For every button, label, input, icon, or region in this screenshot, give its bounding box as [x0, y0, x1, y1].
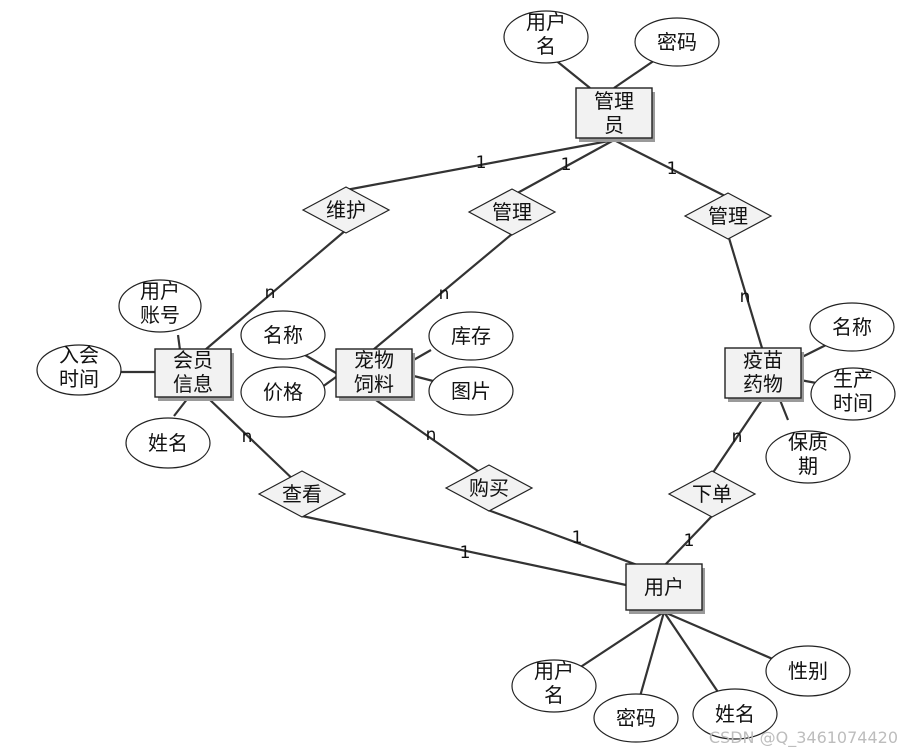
attr-vaccine-shelf-life: 保质期 [765, 430, 851, 484]
watermark: CSDN @Q_3461074420 [709, 728, 898, 748]
card-order-user: 1 [684, 531, 695, 551]
attr-food-name: 名称 [240, 310, 326, 360]
relationship-maintain-label: 维护 [326, 198, 366, 222]
entity-member-label: 会员信息 [173, 348, 213, 396]
attr-user-username-label: 用户名 [534, 659, 574, 707]
attr-member-account: 用户账号 [118, 279, 202, 333]
relationship-order-label: 下单 [692, 482, 732, 506]
card-member-view: n [242, 427, 253, 447]
attr-user-password-label: 密码 [616, 706, 656, 730]
attr-food-image: 图片 [428, 366, 514, 416]
entity-petfood-label: 宠物饲料 [354, 348, 394, 396]
relationship-manage-food-label: 管理 [492, 200, 532, 224]
relationship-buy-label: 购买 [469, 476, 509, 500]
card-admin-manage-food: 1 [561, 155, 572, 175]
attr-member-join-time: 入会时间 [36, 343, 122, 396]
attr-vaccine-name: 名称 [809, 302, 895, 352]
relationship-manage-food: 管理 [467, 188, 557, 236]
attr-food-stock: 库存 [428, 311, 514, 361]
attr-vaccine-name-label: 名称 [832, 315, 872, 339]
card-buy-user: 1 [572, 528, 583, 548]
attr-admin-username-label: 用户名 [526, 10, 566, 58]
relationship-view-label: 查看 [282, 482, 322, 506]
attr-user-gender-label: 性别 [788, 659, 828, 683]
entity-member: 会员信息 [154, 348, 234, 401]
attr-vaccine-produce-time: 生产时间 [810, 367, 896, 421]
entity-petfood: 宠物饲料 [335, 348, 415, 401]
attr-user-name: 姓名 [692, 688, 778, 740]
attr-admin-username: 用户名 [503, 10, 589, 64]
relationship-order: 下单 [667, 470, 757, 518]
card-view-user: 1 [460, 543, 471, 563]
attr-food-stock-label: 库存 [451, 324, 491, 348]
entity-user: 用户 [625, 563, 705, 614]
relationship-manage-vaccine: 管理 [683, 192, 773, 240]
attr-food-price-label: 价格 [263, 380, 303, 404]
entity-admin-label: 管理员 [594, 89, 634, 137]
attr-member-name-label: 姓名 [148, 431, 188, 455]
relationship-manage-vaccine-label: 管理 [708, 204, 748, 228]
attr-user-username: 用户名 [511, 659, 597, 713]
attr-admin-password-label: 密码 [657, 30, 697, 54]
attr-food-price: 价格 [240, 366, 326, 418]
attr-food-image-label: 图片 [451, 379, 491, 403]
entity-admin: 管理员 [575, 87, 655, 142]
attr-admin-password: 密码 [634, 17, 720, 67]
relationship-buy: 购买 [444, 464, 534, 512]
relationship-view: 查看 [257, 470, 347, 518]
card-manage-vaccine-vaccine: n [740, 287, 751, 307]
entity-vaccine-label: 疫苗药物 [743, 348, 783, 396]
entity-vaccine: 疫苗药物 [724, 347, 804, 402]
attr-vaccine-produce-time-label: 生产时间 [833, 367, 873, 415]
card-vaccine-order: n [732, 427, 743, 447]
attr-member-name: 姓名 [125, 417, 211, 469]
attr-user-password: 密码 [593, 693, 679, 743]
card-manage-food-petfood: n [439, 284, 450, 304]
card-admin-manage-vaccine: 1 [667, 159, 678, 179]
attr-member-join-time-label: 入会时间 [59, 343, 99, 391]
attr-user-name-label: 姓名 [715, 702, 755, 726]
attr-user-gender: 性别 [765, 645, 851, 697]
relationship-maintain: 维护 [301, 186, 391, 234]
card-admin-maintain: 1 [476, 153, 487, 173]
cardinality-labels: 1 n 1 n 1 n n 1 n 1 n 1 [242, 153, 751, 563]
attr-food-name-label: 名称 [263, 323, 303, 347]
card-maintain-member: n [265, 283, 276, 303]
attr-member-account-label: 用户账号 [140, 279, 180, 327]
attr-vaccine-shelf-life-label: 保质期 [788, 430, 828, 478]
card-petfood-buy: n [426, 425, 437, 445]
entity-user-label: 用户 [644, 575, 684, 599]
